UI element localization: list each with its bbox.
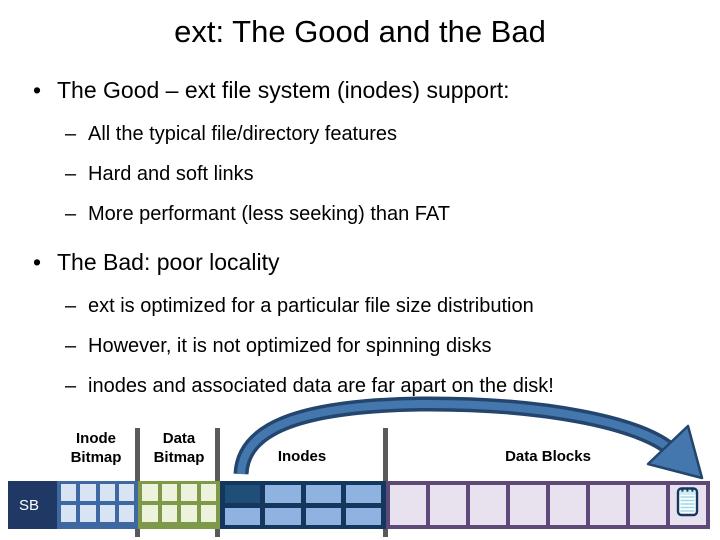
sub-bullet-list: – All the typical file/directory feature…: [65, 114, 712, 234]
dash-marker: –: [65, 375, 77, 397]
inodes-region: [220, 481, 386, 529]
block-cell: [265, 507, 301, 525]
sub-bullet-text: inodes and associated data are far apart…: [88, 375, 554, 397]
block-cell: [305, 485, 341, 503]
block-cell: [181, 484, 197, 501]
sub-bullet-item: – However, it is not optimized for spinn…: [65, 326, 712, 366]
block-cell: [510, 485, 546, 525]
bullet-list: • The Good – ext file system (inodes) su…: [33, 74, 712, 406]
dash-marker: –: [65, 163, 77, 185]
data-bitmap-label: Data Bitmap: [153, 430, 205, 466]
block-cell: [345, 485, 381, 503]
sub-bullet-list: – ext is optimized for a particular file…: [65, 286, 712, 406]
sub-bullet-text: ext is optimized for a particular file s…: [88, 295, 534, 317]
bullet-marker: •: [33, 249, 42, 275]
bullet-item: • The Good – ext file system (inodes) su…: [33, 74, 712, 106]
inode-bitmap-label: Inode Bitmap: [70, 430, 122, 466]
data-blocks-region: [386, 481, 710, 529]
block-cell: [390, 485, 426, 525]
sub-bullet-item: – All the typical file/directory feature…: [65, 114, 712, 154]
notepad-icon: [676, 487, 699, 517]
bullet-marker: •: [33, 77, 42, 103]
sub-bullet-text: However, it is not optimized for spinnin…: [88, 335, 492, 357]
sub-bullet-item: – inodes and associated data are far apa…: [65, 366, 712, 406]
sub-bullet-text: More performant (less seeking) than FAT: [88, 203, 450, 225]
block-cell: [181, 505, 197, 522]
block-cell: [345, 507, 381, 525]
block-cell: [550, 485, 586, 525]
block-cell: [225, 485, 261, 503]
block-cell: [630, 485, 666, 525]
data-bitmap-region: [138, 481, 220, 529]
sub-bullet-item: – More performant (less seeking) than FA…: [65, 194, 712, 234]
block-cell: [142, 505, 158, 522]
block-cell: [200, 505, 216, 522]
block-cell: [161, 505, 177, 522]
block-cell: [265, 485, 301, 503]
block-cell: [200, 484, 216, 501]
block-cell: [61, 505, 77, 522]
sub-bullet-item: – Hard and soft links: [65, 154, 712, 194]
block-cell: [161, 484, 177, 501]
block-cell: [142, 484, 158, 501]
block-cell: [305, 507, 341, 525]
dash-marker: –: [65, 203, 77, 225]
block-cell: [99, 484, 115, 501]
block-cell: [430, 485, 466, 525]
sub-bullet-text: Hard and soft links: [88, 163, 254, 185]
block-cell: [80, 505, 96, 522]
block-cell: [118, 484, 134, 501]
sub-bullet-item: – ext is optimized for a particular file…: [65, 286, 712, 326]
inodes-label: Inodes: [277, 448, 327, 465]
bullet-text: The Good – ext file system (inodes) supp…: [57, 77, 510, 103]
dash-marker: –: [65, 335, 77, 357]
block-cell: [99, 505, 115, 522]
data-blocks-label: Data Blocks: [505, 448, 591, 465]
block-cell: [118, 505, 134, 522]
dash-marker: –: [65, 123, 77, 145]
block-cell: [225, 507, 261, 525]
superblock: SB: [8, 481, 57, 529]
block-cell: [61, 484, 77, 501]
bullet-item: • The Bad: poor locality: [33, 246, 712, 278]
block-cell: [590, 485, 626, 525]
inode-bitmap-region: [57, 481, 138, 529]
sub-bullet-text: All the typical file/directory features: [88, 123, 398, 145]
block-cell: [470, 485, 506, 525]
block-cell: [80, 484, 96, 501]
dash-marker: –: [65, 295, 77, 317]
bullet-text: The Bad: poor locality: [57, 249, 280, 275]
page-title: ext: The Good and the Bad: [174, 14, 546, 49]
